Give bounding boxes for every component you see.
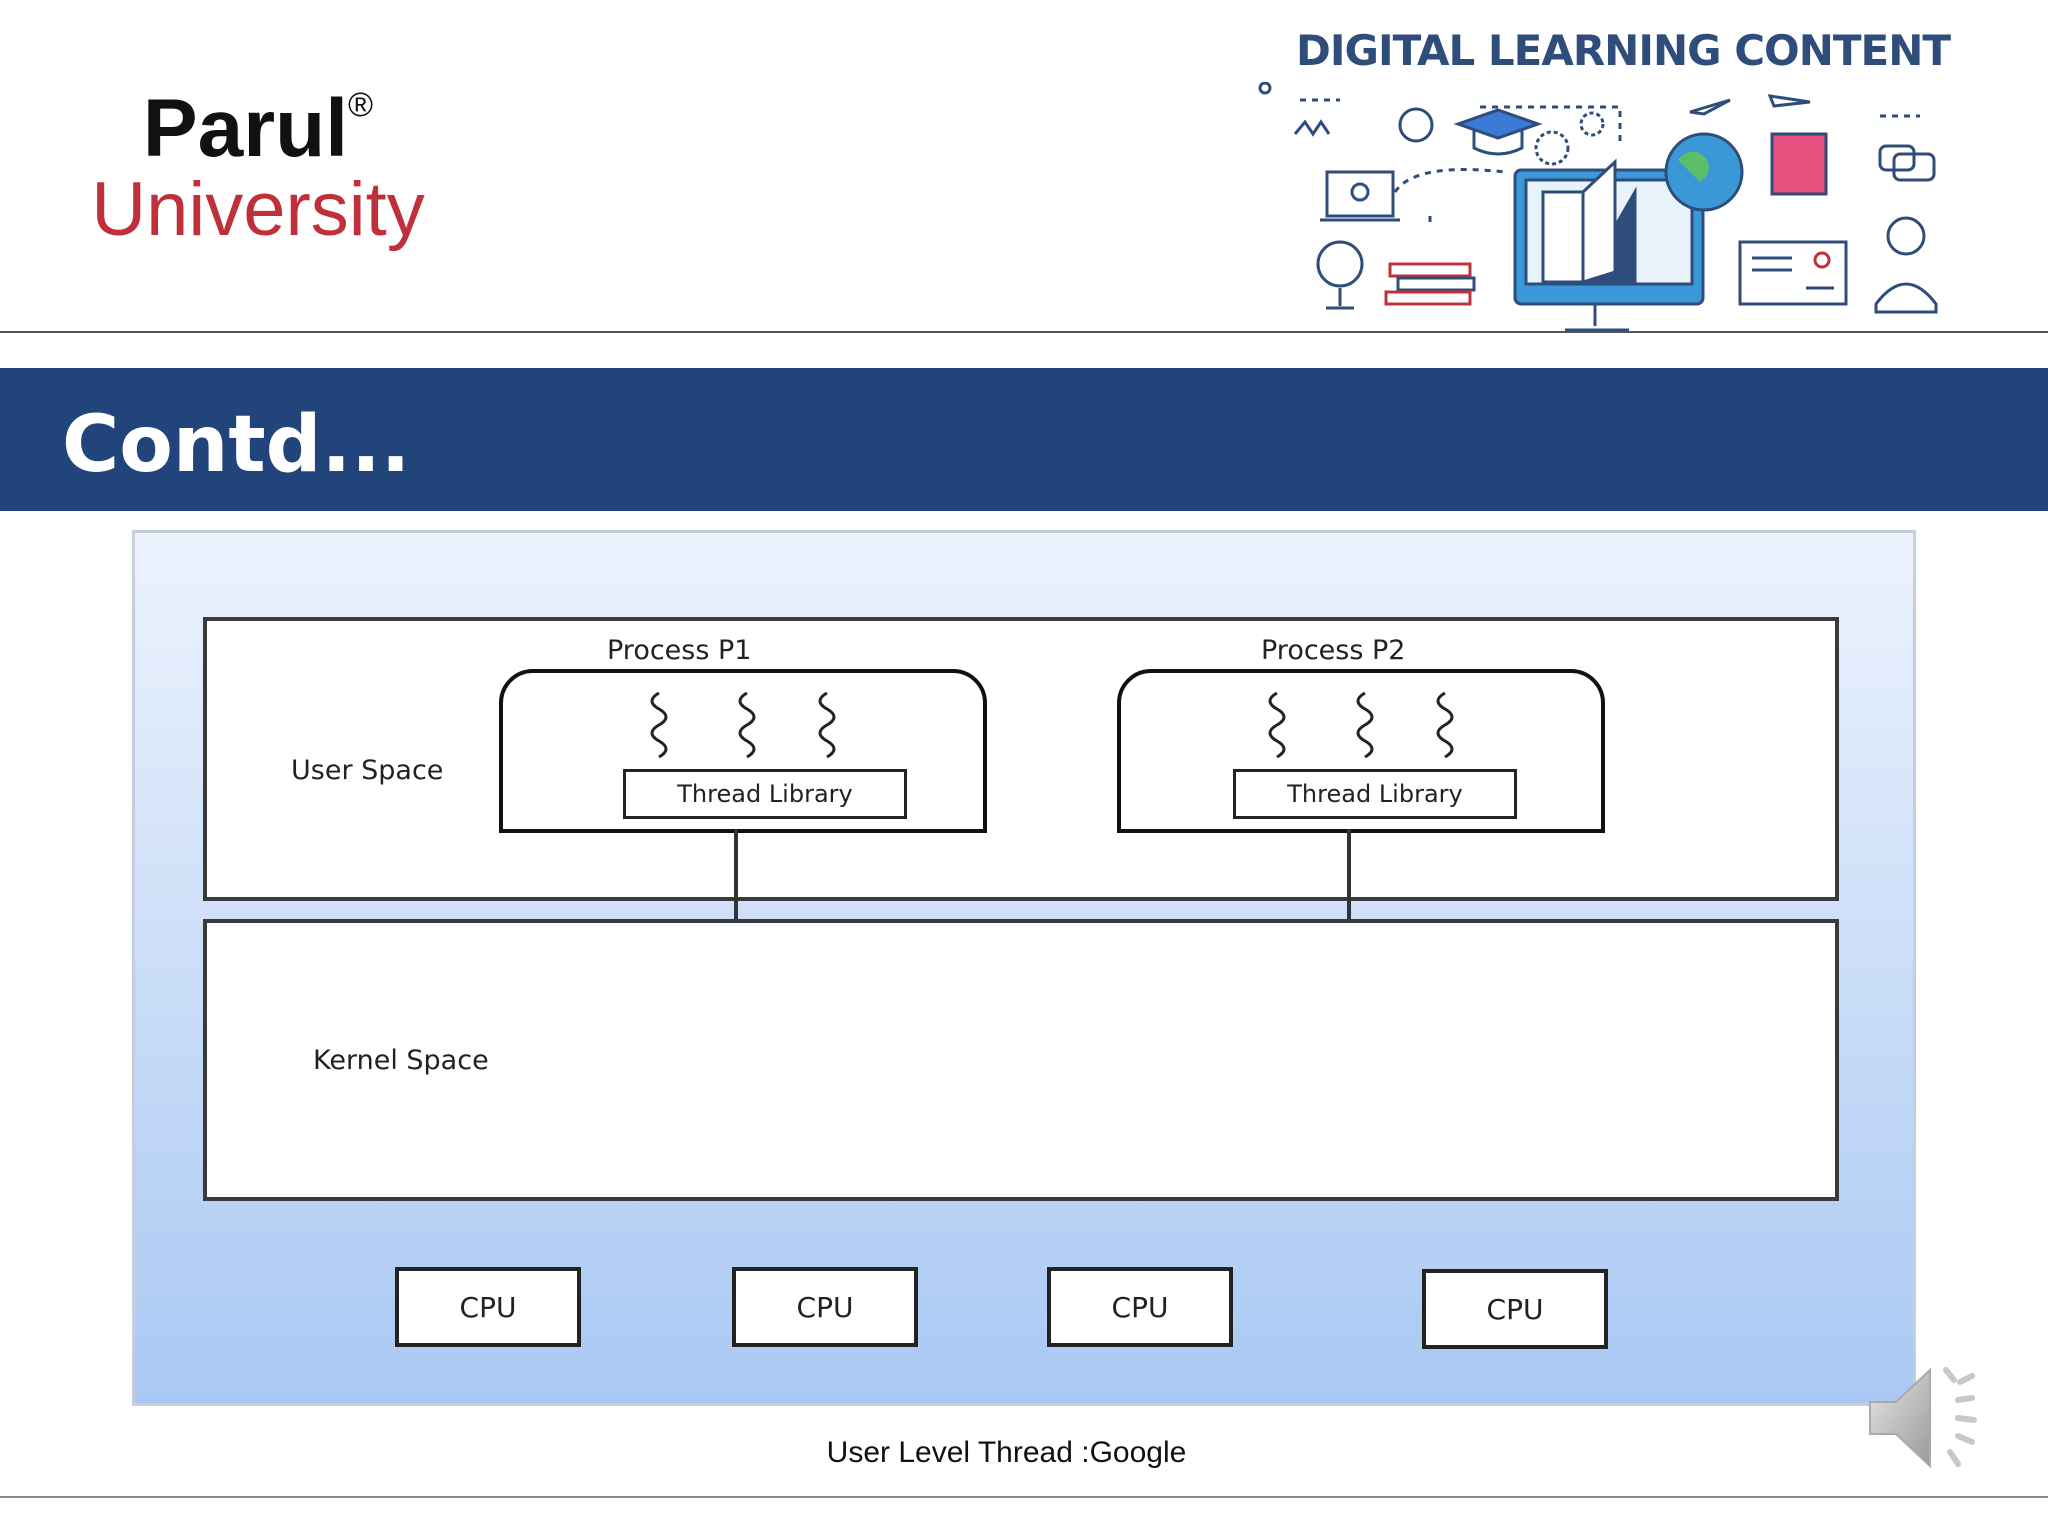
kernel-space-box: Kernel Space: [203, 919, 1839, 1201]
title-banner: Contd...: [0, 368, 2048, 511]
thread-library-p2: Thread Library: [1233, 769, 1517, 819]
cpu-box: CPU: [1047, 1267, 1233, 1347]
thread-icon: [1268, 691, 1454, 759]
digital-learning-title: DIGITAL LEARNING CONTENT: [1296, 26, 1951, 75]
cpu-box: CPU: [1422, 1269, 1608, 1349]
process-p1-label: Process P1: [607, 635, 752, 666]
cpu-box: CPU: [395, 1267, 581, 1347]
kernel-space-label: Kernel Space: [313, 1045, 489, 1076]
figure-caption: User Level Thread :Google: [826, 1436, 1187, 1469]
header-divider: [0, 331, 2048, 333]
education-collage-icon: [1258, 82, 1938, 332]
user-space-box: User Space Process P1 Process P2 Thread …: [203, 617, 1839, 901]
university-logo: Parul® University: [88, 88, 428, 250]
user-level-thread-diagram: User Space Process P1 Process P2 Thread …: [132, 530, 1916, 1406]
logo-university-text: University: [91, 167, 425, 252]
process-p2-box: Thread Library: [1117, 669, 1605, 833]
p2-connector-line: [1347, 829, 1351, 961]
process-p2-label: Process P2: [1261, 635, 1406, 666]
p1-connector-line: [734, 829, 738, 961]
process-p1-box: Thread Library: [499, 669, 987, 833]
thread-library-p1: Thread Library: [623, 769, 907, 819]
cpu-box: CPU: [732, 1267, 918, 1347]
logo-parul-text: Parul®: [142, 83, 374, 174]
thread-icon: [650, 691, 836, 759]
footer-divider: [0, 1496, 2048, 1498]
slide-title: Contd...: [62, 400, 411, 490]
speaker-icon[interactable]: [1862, 1352, 1992, 1482]
user-space-label: User Space: [291, 755, 444, 786]
